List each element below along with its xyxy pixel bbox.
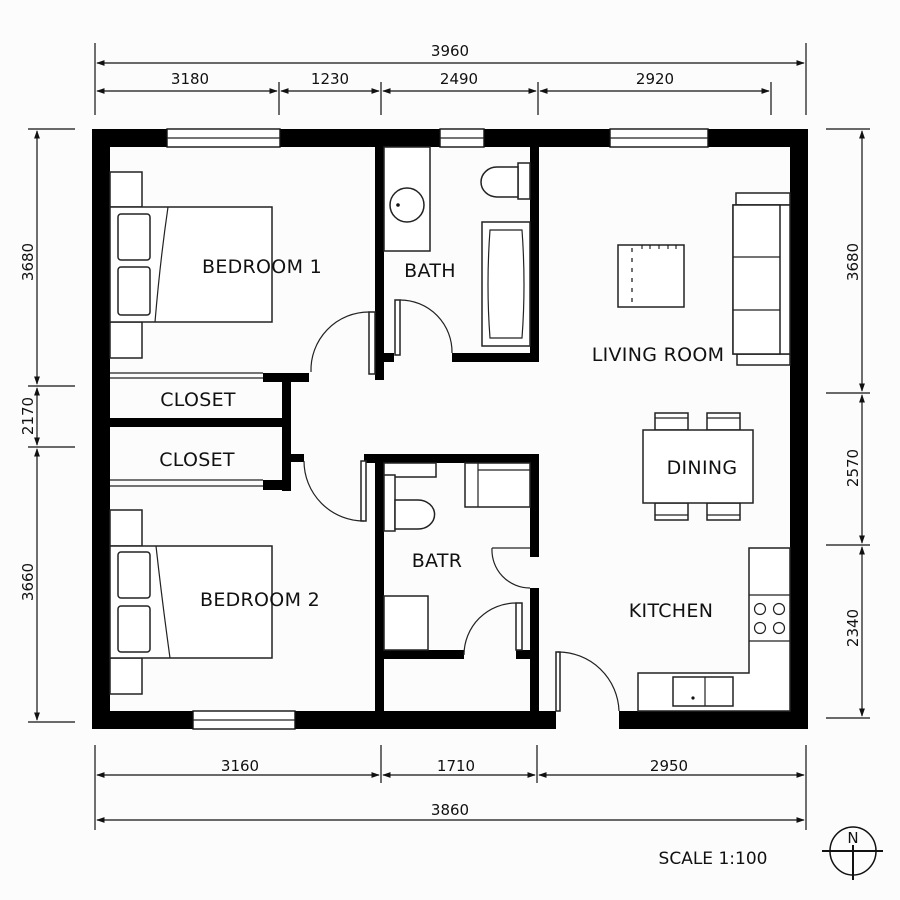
- toilet-tank: [517, 162, 531, 200]
- pillow: [117, 551, 151, 599]
- room-label-bedroom2: BEDROOM 2: [200, 589, 320, 611]
- coffee-table: [617, 244, 685, 308]
- kitchen-sink: [672, 676, 734, 707]
- window-living: [609, 128, 709, 148]
- bedroom2-furniture: [109, 509, 273, 695]
- dim-right-1: 3680: [844, 243, 862, 281]
- room-label-living: LIVING ROOM: [592, 344, 725, 366]
- dining-furniture: [642, 412, 754, 521]
- chair: [654, 502, 689, 521]
- dim-right-3: 2340: [844, 609, 862, 647]
- counter: [637, 547, 791, 712]
- north-arrow-icon: N: [822, 826, 883, 880]
- dining-table: [642, 429, 754, 504]
- chair: [654, 412, 689, 431]
- dim-left-2: 2170: [19, 397, 37, 435]
- window-bedroom2: [192, 710, 296, 730]
- pillow: [117, 266, 151, 316]
- nightstand: [109, 509, 143, 547]
- chair: [706, 412, 741, 431]
- nightstand: [109, 657, 143, 695]
- pillow: [117, 605, 151, 653]
- north-label: N: [847, 829, 858, 847]
- dim-top-4: 2920: [636, 70, 674, 88]
- door-kitchen-entry[interactable]: [555, 651, 620, 712]
- bedroom1-furniture: [109, 171, 273, 359]
- room-label-bath: BATH: [404, 260, 456, 282]
- dim-left-3: 3660: [19, 563, 37, 601]
- window-bath: [439, 128, 485, 148]
- dim-bottom-2: 1710: [437, 757, 475, 775]
- pillow: [117, 213, 151, 261]
- dim-top-overall: 3960: [431, 42, 469, 60]
- nightstand: [109, 321, 143, 359]
- dim-top-3: 2490: [440, 70, 478, 88]
- toilet: [480, 166, 519, 198]
- right-dimensions: 3680 2570 2340: [826, 128, 870, 719]
- dim-bottom-3: 2950: [650, 757, 688, 775]
- door-bedroom2[interactable]: [303, 460, 367, 522]
- dim-right-2: 2570: [844, 449, 862, 487]
- room-label-dining: DINING: [667, 457, 738, 479]
- bathtub: [481, 221, 531, 347]
- room-label-closet1: CLOSET: [160, 389, 236, 411]
- sofa: [732, 192, 791, 366]
- batr-furniture: [383, 462, 531, 651]
- inner-walls: [110, 147, 539, 711]
- room-label-kitchen: KITCHEN: [629, 600, 713, 622]
- room-label-batr: BATR: [412, 550, 463, 572]
- chair: [706, 502, 741, 521]
- nightstand: [109, 171, 143, 208]
- toilet: [394, 499, 436, 530]
- shelf: [383, 462, 437, 478]
- windows: [166, 128, 709, 730]
- room-label-closet2: CLOSET: [159, 449, 235, 471]
- door-batr-side[interactable]: [491, 547, 531, 589]
- left-dimensions: 3680 2170 3660: [19, 128, 75, 723]
- dim-top-2: 1230: [311, 70, 349, 88]
- top-dimensions: 3960 3180 1230 2490 2920: [94, 42, 807, 115]
- dim-bottom-overall: 3860: [431, 801, 469, 819]
- window-bedroom1: [166, 128, 281, 148]
- dim-top-1: 3180: [171, 70, 209, 88]
- sink: [389, 187, 425, 223]
- shower: [383, 595, 429, 651]
- stove: [753, 602, 786, 635]
- door-bath[interactable]: [394, 299, 453, 356]
- doors: [303, 299, 620, 712]
- dim-left-1: 3680: [19, 243, 37, 281]
- dim-bottom-1: 3160: [221, 757, 259, 775]
- bath-furniture: [383, 146, 531, 347]
- living-furniture: [617, 192, 791, 366]
- bottom-dimensions: 3160 1710 2950 3860: [94, 745, 807, 830]
- door-batr-inner[interactable]: [463, 602, 523, 656]
- room-label-bedroom1: BEDROOM 1: [202, 256, 322, 278]
- toilet-tank: [383, 474, 396, 532]
- kitchen-furniture: [637, 547, 791, 712]
- scale-label: SCALE 1:100: [659, 849, 768, 869]
- door-bedroom1[interactable]: [310, 311, 376, 375]
